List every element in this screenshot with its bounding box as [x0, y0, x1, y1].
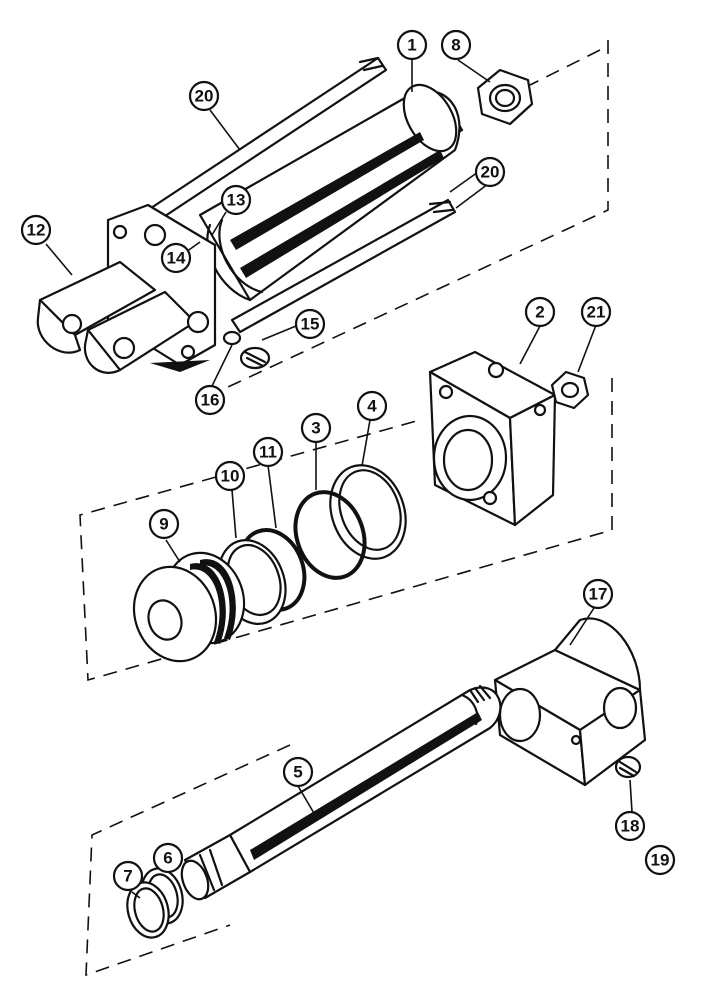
grease-fitting [614, 755, 642, 779]
callout-20-upper: 20 [188, 80, 220, 112]
callout-13: 13 [220, 184, 252, 216]
callout-20-lower: 20 [474, 156, 506, 188]
callout-16: 16 [194, 384, 226, 416]
callout-17: 17 [582, 578, 614, 610]
callout-4: 4 [356, 390, 388, 422]
callout-label: 19 [651, 851, 670, 870]
assembly-boundary-lines [79, 40, 613, 977]
callout-label: 8 [451, 36, 460, 55]
callout-label: 20 [195, 87, 214, 106]
callout-label: 7 [123, 867, 132, 886]
hex-nut-small [550, 370, 590, 410]
plug-fitting [239, 346, 271, 370]
callout-12: 12 [20, 214, 52, 246]
o-ring [293, 490, 367, 580]
callout-label: 5 [293, 763, 302, 782]
piston-rod [180, 684, 502, 901]
callout-9: 9 [148, 508, 180, 540]
callout-label: 18 [621, 817, 640, 836]
callout-10: 10 [214, 460, 246, 492]
callout-label: 11 [259, 443, 277, 462]
callout-6: 6 [152, 842, 184, 874]
callout-label: 20 [481, 163, 500, 182]
rod-end-cap [428, 350, 557, 527]
callout-18: 18 [614, 810, 646, 842]
callout-label: 3 [311, 419, 320, 438]
backup-ring [329, 464, 407, 560]
callout-label: 15 [301, 315, 320, 334]
callout-8: 8 [440, 29, 472, 61]
callout-19: 19 [644, 844, 676, 876]
leader-lines [45, 59, 633, 899]
callout-label: 17 [589, 585, 608, 604]
callout-label: 16 [201, 391, 220, 410]
callout-label: 21 [587, 303, 606, 322]
callout-11: 11 [252, 436, 284, 468]
o-ring-small [222, 330, 242, 346]
callout-label: 13 [227, 191, 246, 210]
callout-label: 10 [221, 467, 240, 486]
callout-5: 5 [282, 756, 314, 788]
callout-label: 2 [535, 303, 544, 322]
callout-15: 15 [294, 308, 326, 340]
callout-label: 4 [367, 397, 377, 416]
hex-nut-large [476, 68, 534, 126]
callout-7: 7 [112, 860, 144, 892]
callout-label: 9 [159, 515, 168, 534]
callout-1: 1 [396, 29, 428, 61]
piston [132, 551, 246, 663]
callout-label: 14 [167, 249, 186, 268]
callout-3: 3 [300, 412, 332, 444]
callout-label: 1 [407, 36, 416, 55]
callout-label: 12 [27, 221, 46, 240]
callout-label: 6 [163, 849, 172, 868]
cylinder-barrel [198, 83, 461, 302]
callout-21: 21 [580, 296, 612, 328]
callout-14: 14 [160, 242, 192, 274]
clevis-end-cap [36, 203, 217, 374]
callout-2: 2 [524, 296, 556, 328]
